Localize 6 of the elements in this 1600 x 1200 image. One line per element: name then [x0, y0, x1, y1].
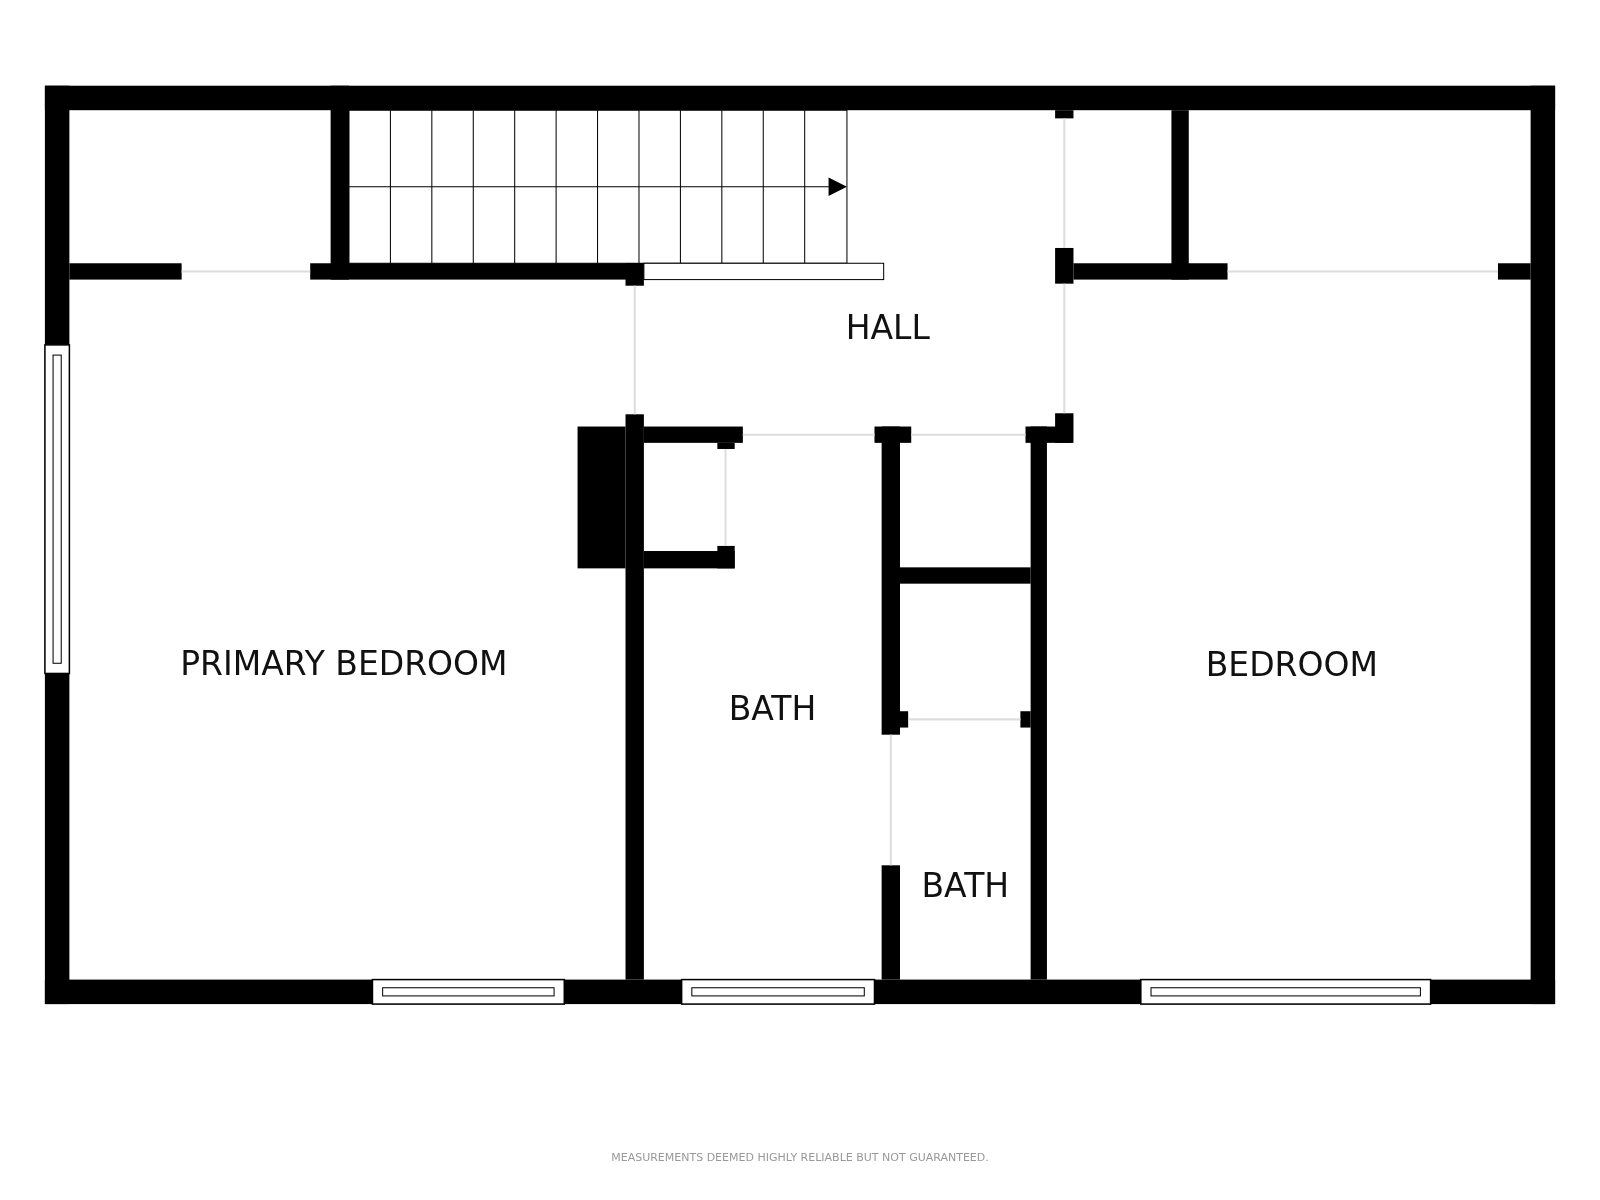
- disclaimer-note: MEASUREMENTS DEEMED HIGHLY RELIABLE BUT NOT GUARANTEED.: [611, 1151, 989, 1164]
- room-label: HALL: [845, 307, 930, 346]
- room-label: BATH: [728, 688, 817, 728]
- room-label: BATH: [921, 865, 1010, 905]
- room-label: PRIMARY BEDROOM: [180, 643, 508, 683]
- room-label: BEDROOM: [1205, 644, 1378, 684]
